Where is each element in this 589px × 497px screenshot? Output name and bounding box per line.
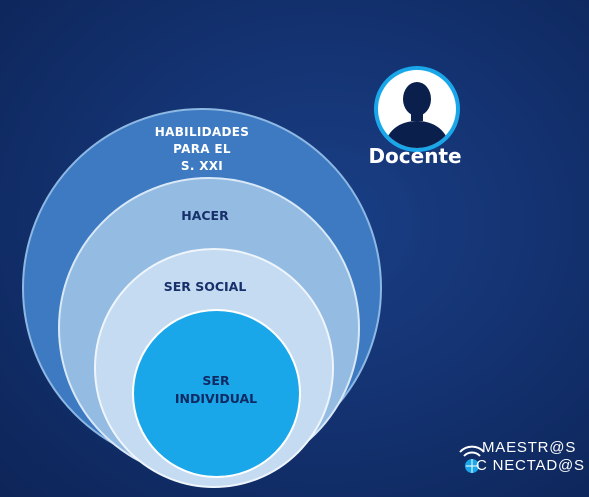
brand-line-1: MAESTR@S <box>482 439 577 456</box>
ring-label-hacer: HACER <box>181 208 229 223</box>
ring-label-ser-social: SER SOCIAL <box>163 279 247 294</box>
ring-ser-individual <box>132 309 301 478</box>
role-title: Docente <box>368 144 462 168</box>
ring-label-ser-individual: SER INDIVIDUAL <box>174 373 258 406</box>
wifi-globe-icon <box>459 445 485 473</box>
person-avatar-icon <box>374 66 460 152</box>
ring-label-habilidades: HABILIDADES PARA EL S. XXI <box>154 125 250 173</box>
brand-logo: MAESTR@S C NECTAD@S <box>452 436 584 480</box>
brand-line-2: C NECTAD@S <box>476 457 585 474</box>
